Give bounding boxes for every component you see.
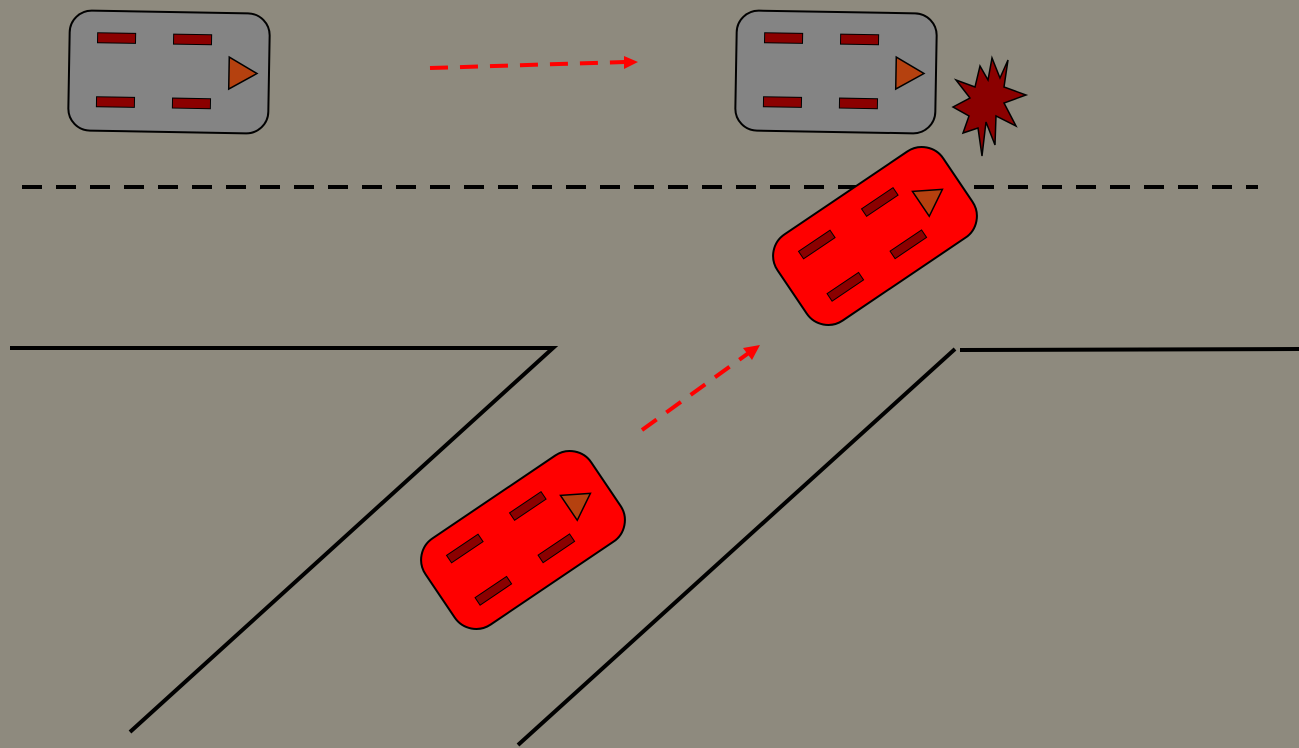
road-edge-right-top [959, 347, 1299, 352]
gray-car-impact [734, 9, 938, 135]
direction-triangle-icon [911, 188, 944, 218]
red-car-start [420, 450, 626, 630]
direction-triangle-icon [559, 492, 592, 522]
red-car-impact [772, 146, 978, 326]
direction-triangle-icon [894, 55, 926, 91]
direction-triangle-icon [227, 55, 259, 91]
road-edge-left [10, 346, 559, 734]
collision-starburst-icon [951, 55, 1029, 157]
gray-car-start [67, 9, 271, 135]
road-edge-right [516, 347, 957, 747]
motion-arrow-diagonal [640, 345, 760, 432]
motion-arrow-horizontal [429, 56, 638, 70]
